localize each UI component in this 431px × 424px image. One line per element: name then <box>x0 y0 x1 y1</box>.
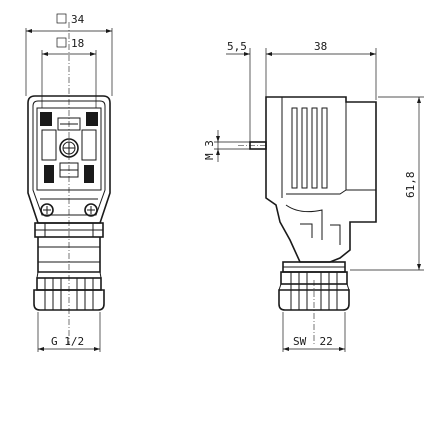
dim-height-label: 61,8 <box>404 172 417 199</box>
front-view: 34 18 G 1/2 <box>25 13 113 352</box>
dim-34-label: 34 <box>71 13 85 26</box>
dim-depth-label: 38 <box>314 40 327 53</box>
dim-pin-offset-label: 5,5 <box>227 40 247 53</box>
dim-thread-label: G 1/2 <box>51 335 84 348</box>
dim-18-label: 18 <box>71 37 84 50</box>
dim-wrench-label: SW 22 <box>293 335 333 348</box>
side-view: 5,5 38 M 3 61,8 SW 22 <box>203 40 424 352</box>
dim-thread-m-label: M 3 <box>203 140 216 160</box>
